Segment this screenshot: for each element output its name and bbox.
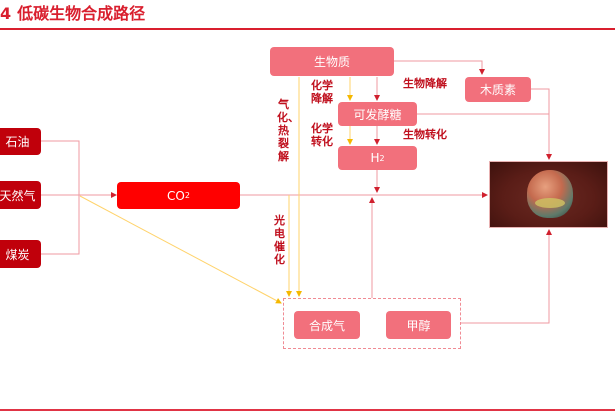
node-lignin: 木质素 bbox=[465, 77, 531, 102]
bottom-divider bbox=[0, 409, 615, 411]
node-fermentable-sugar: 可发酵糖 bbox=[338, 102, 417, 126]
top-divider bbox=[0, 28, 615, 30]
node-biomass: 生物质 bbox=[270, 47, 394, 76]
line-biomass-to-lignin bbox=[394, 60, 485, 75]
node-syngas: 合成气 bbox=[294, 311, 360, 339]
figure-title: 4 低碳生物合成路径 bbox=[0, 3, 145, 25]
node-methanol: 甲醇 bbox=[386, 311, 451, 339]
cell-illustration bbox=[527, 170, 573, 218]
label-chem-conversion: 化学转化 bbox=[311, 122, 333, 148]
product-image bbox=[489, 161, 608, 228]
co2-label: CO bbox=[167, 188, 185, 203]
line-lignin-to-product bbox=[531, 88, 552, 160]
node-coal: 煤炭 bbox=[0, 240, 41, 268]
label-bio-degradation: 生物降解 bbox=[403, 77, 447, 90]
line-petroleum bbox=[41, 140, 80, 255]
line-methanol-to-product bbox=[461, 229, 552, 324]
label-photoelectrocatalysis: 光电催化 bbox=[274, 214, 285, 266]
label-gasification-pyrolysis: 气化、热裂解 bbox=[277, 98, 299, 163]
figure-title-text: 低碳生物合成路径 bbox=[17, 4, 146, 23]
node-natural-gas: 天然气 bbox=[0, 181, 41, 209]
h2-subscript: 2 bbox=[379, 153, 385, 163]
figure-number: 4 bbox=[0, 4, 12, 23]
line-gas-diagonal bbox=[79, 195, 282, 304]
co2-subscript: 2 bbox=[184, 191, 190, 200]
syngas-methanol-group bbox=[283, 298, 461, 349]
h2-label: H bbox=[370, 151, 380, 165]
node-petroleum: 石油 bbox=[0, 128, 41, 155]
label-bio-conversion: 生物转化 bbox=[403, 128, 447, 141]
label-chem-degradation: 化学降解 bbox=[311, 79, 333, 105]
